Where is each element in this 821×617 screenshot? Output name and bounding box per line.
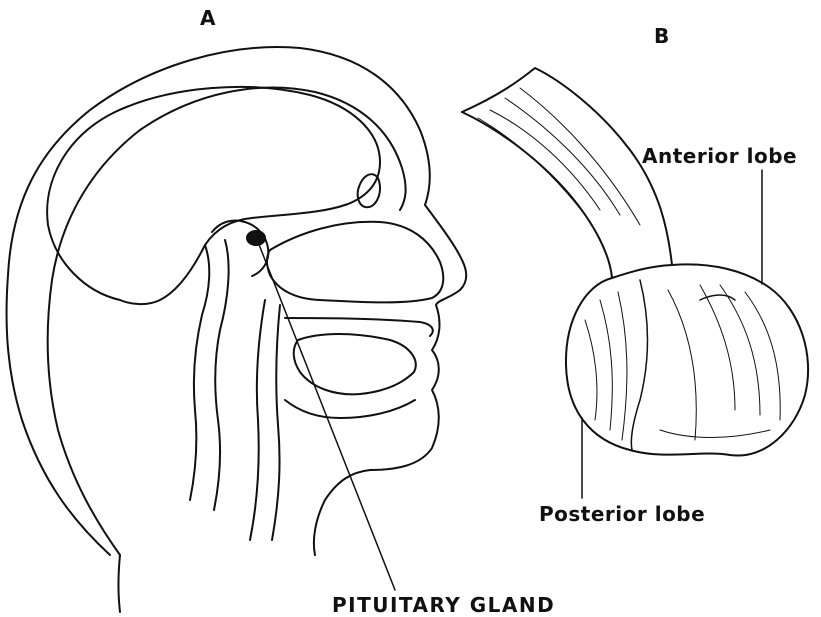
lobe-division — [631, 280, 647, 450]
panel-b-label: B — [654, 26, 669, 46]
shade-stroke — [745, 292, 780, 420]
shade-stroke — [585, 320, 597, 420]
shade-stroke — [600, 300, 612, 430]
panel-a-label: A — [200, 8, 215, 28]
stalk-fibre — [478, 118, 585, 215]
shade-stroke — [700, 285, 735, 410]
posterior-lobe-label: Posterior lobe — [539, 504, 705, 524]
pituitary-gland-leader — [258, 242, 395, 590]
shade-stroke — [660, 430, 770, 438]
gland-body — [566, 264, 808, 455]
pituitary-stalk — [462, 68, 672, 265]
shade-stroke — [668, 290, 696, 440]
shade-stroke — [618, 292, 627, 440]
stalk-fibre — [505, 98, 620, 215]
stalk-fibre — [490, 110, 600, 210]
anterior-lobe-label: Anterior lobe — [642, 146, 797, 166]
stalk-fibre — [520, 88, 640, 225]
pituitary-gland-label: PITUITARY GLAND — [332, 595, 555, 615]
